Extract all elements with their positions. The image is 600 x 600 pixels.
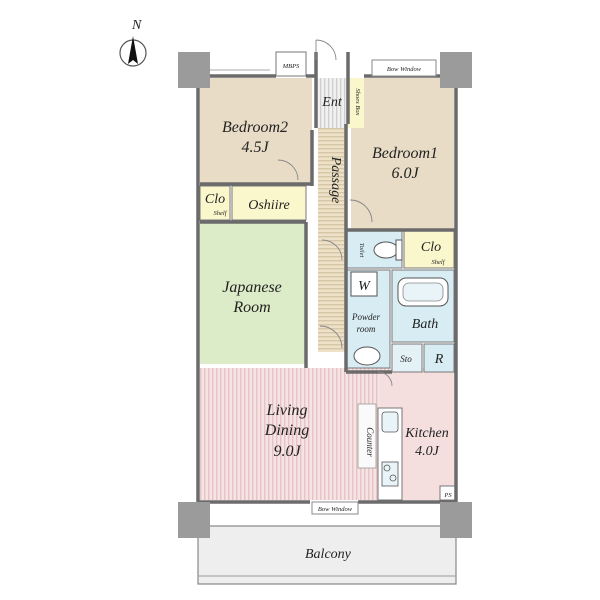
powder-room-label-2: room [357,324,376,334]
storage-label: Sto [400,354,412,364]
living-size: 9.0J [273,443,301,460]
fridge-space [423,343,455,373]
closet-right-label: Clo [421,240,441,255]
pillar-top-left [178,52,210,88]
japanese-room-name-2: Room [232,299,270,316]
oshiire-label: Oshiire [248,198,289,213]
bedroom2-size: 4.5J [241,139,269,156]
kitchen-sink-icon [381,411,399,433]
balcony-label: Balcony [305,547,352,562]
japanese-room-name-1: Japanese [222,279,282,296]
shelf-left-label: Shelf [214,210,228,217]
counter-block [357,403,377,469]
bow-window-top [371,59,437,77]
bow-window-bottom [311,501,359,515]
bedroom2-floor [200,78,312,184]
bedroom2-name: Bedroom2 [222,119,288,136]
balcony-area [197,525,457,585]
bedroom1-name: Bedroom1 [372,145,438,162]
bath-label: Bath [412,317,438,332]
ps-label: PS [443,492,452,499]
shoes-box-area [348,78,364,128]
shelf-right-label: Shelf [432,259,446,266]
closet-right [403,229,455,269]
entrance-floor [316,78,348,128]
washer-icon [350,271,378,297]
bow-window-bottom-label: Bow Window [318,506,353,513]
fridge-label: R [434,352,444,367]
compass-arrow-icon [128,36,138,64]
toilet-label: Toilet [358,243,365,258]
toilet-icon [373,241,399,259]
washer-label: W [358,279,371,294]
living-name-2: Dining [264,422,309,439]
storage-room [391,343,423,373]
counter-label: Counter [365,427,375,457]
bow-window-top-label: Bow Window [387,66,422,73]
kitchen-name: Kitchen [404,426,449,441]
oshiire-closet [231,185,307,221]
stove-icon [381,461,399,487]
closet-left-label: Clo [205,192,225,207]
living-name-1: Living [266,402,308,419]
kitchen-size: 4.0J [415,444,440,459]
japanese-room-floor [200,222,305,364]
door-swings [277,39,393,387]
pillar-bottom-left [178,502,210,538]
passage-label: Passage [328,156,343,204]
powder-room-label-1: Powder [351,312,380,322]
compass: N [119,18,147,67]
bedroom1-size: 6.0J [391,165,419,182]
closet-left [199,185,231,221]
bedroom1-floor [351,78,454,230]
sink-icon [353,346,381,366]
mbps-box [275,51,307,77]
compass-north-label: N [131,18,142,33]
pillar-top-right [440,52,472,88]
entrance-label: Ent [321,95,343,110]
mbps-label: MBPS [282,63,300,70]
shoes-box-label: Shoes Box [354,89,361,116]
pillar-bottom-right [440,502,472,538]
